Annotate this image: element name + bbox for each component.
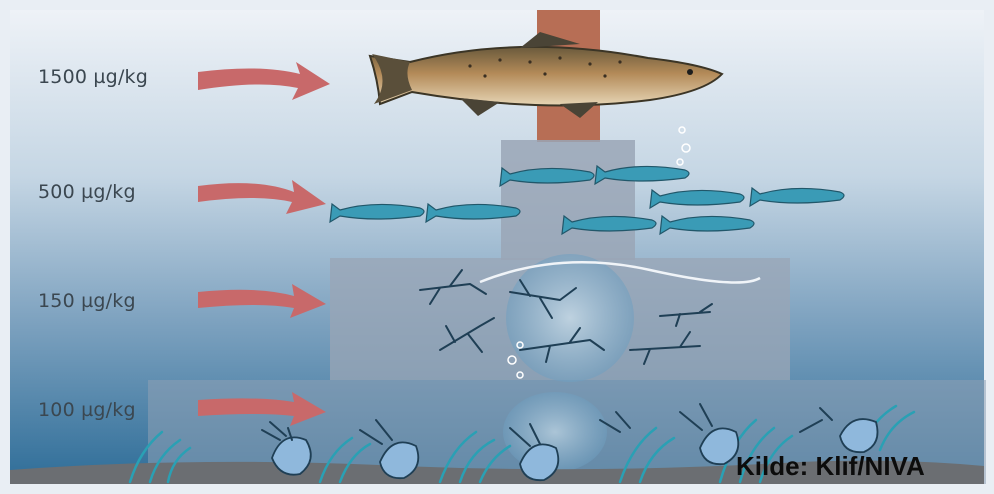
concentration-label-trout: 1500 µg/kg [38, 66, 148, 88]
concentration-label-small-fish: 500 µg/kg [38, 181, 136, 203]
source-credit: Kilde: Klif/NIVA [736, 451, 925, 482]
concentration-label-benthos: 100 µg/kg [38, 399, 136, 421]
concentration-label-zooplankton: 150 µg/kg [38, 290, 136, 312]
zooplankton-bubble [506, 254, 634, 382]
pyramid-block-small-fish [501, 140, 635, 260]
